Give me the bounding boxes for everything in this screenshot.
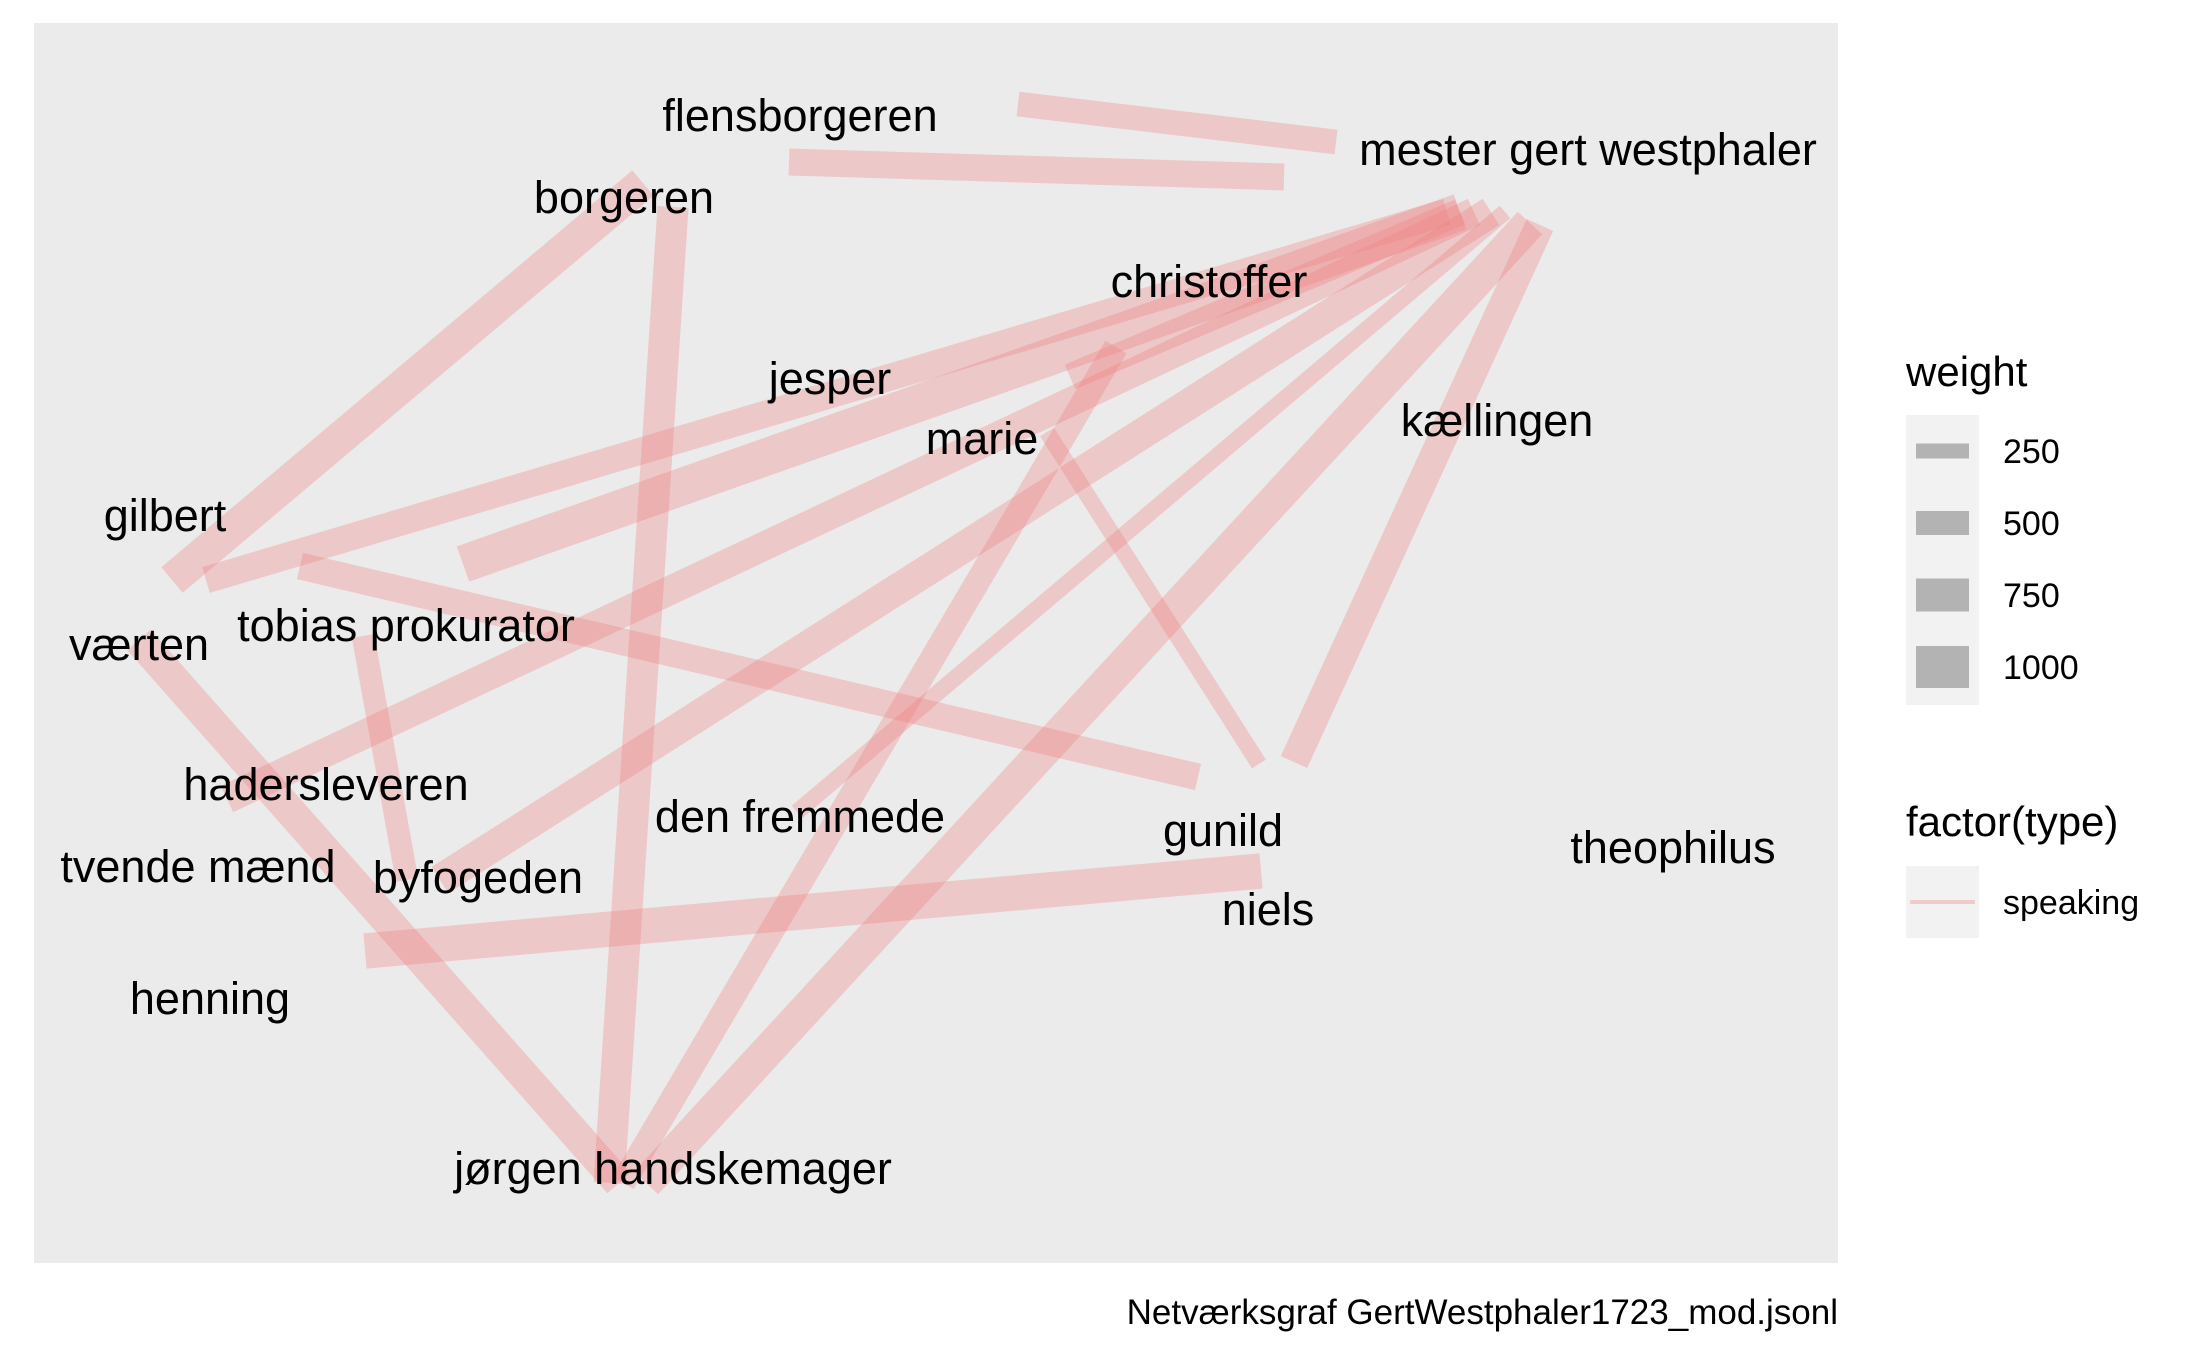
plot-panel	[34, 23, 1838, 1263]
node-label-kællingen: kællingen	[1401, 395, 1594, 446]
edge-mester-gert-westphaler-christoffer	[1064, 199, 1466, 390]
node-label-den-fremmede: den fremmede	[655, 791, 945, 842]
legend-weight-swatch-250	[1916, 443, 1969, 459]
node-label-henning: henning	[130, 973, 290, 1024]
node-label-gunild: gunild	[1163, 805, 1283, 856]
legend-weight-label-1000: 1000	[2003, 649, 2079, 687]
edge-mester-gert-westphaler-gunild	[1280, 218, 1554, 769]
edge-tobias-prokurator-byfogeden	[351, 633, 419, 883]
node-label-jesper: jesper	[767, 353, 892, 404]
edge-borgeren-jørgen-handskemager	[593, 205, 689, 1185]
legend-type-label-speaking: speaking	[2003, 884, 2139, 922]
node-label-gilbert: gilbert	[104, 490, 227, 541]
legend-weight-title: weight	[1905, 348, 2028, 395]
edge-værten-jørgen-handskemager	[127, 629, 631, 1194]
edge-flensborgeren-mester-gert-westphaler	[1016, 91, 1338, 155]
node-label-haderslevaren: hadersleveren	[183, 759, 468, 810]
edge-mester-gert-westphaler-den-fremmede	[791, 205, 1511, 819]
edge-mester-gert-westphaler-jørgen-handskemager	[633, 211, 1543, 1195]
edge-mester-gert-westphaler-tobias-prokurator	[456, 194, 1467, 582]
node-label-borgeren: borgeren	[534, 172, 714, 223]
node-label-tobias-prokurator: tobias prokurator	[237, 600, 575, 651]
edge-mester-gert-westphaler-gilbert	[202, 199, 1451, 593]
edge-borgeren-gilbert	[161, 170, 654, 593]
edge-flensborgeren-mester-gert-westphaler	[788, 148, 1285, 191]
node-label-byfogeden: byfogeden	[373, 852, 583, 903]
legend-weight-keys: 250 500 750 1000	[1906, 415, 2079, 705]
node-label-tvende-mænd: tvende mænd	[60, 841, 335, 892]
node-label-marie: marie	[926, 413, 1039, 464]
edge-layer	[127, 91, 1554, 1195]
edge-mester-gert-westphaler-byfogeden	[431, 198, 1500, 894]
caption: Netværksgraf GertWestphaler1723_mod.json…	[1127, 1293, 1838, 1332]
node-label-værten: værten	[69, 619, 209, 670]
legend-weight-label-500: 500	[2003, 505, 2060, 543]
legend-weight-label-750: 750	[2003, 577, 2060, 615]
node-label-niels: niels	[1222, 884, 1315, 935]
legend-type-key-background	[1906, 866, 1979, 938]
node-label-mester-gert-westphaler: mester gert westphaler	[1359, 124, 1817, 175]
node-label-layer: mester gert westphaler flensborgeren borge…	[60, 90, 1816, 1194]
legend-weight-swatch-750	[1916, 578, 1969, 612]
node-label-christoffer: christoffer	[1111, 256, 1308, 307]
edge-mester-gert-westphaler-haderslevaren	[220, 198, 1481, 813]
legend-weight-label-250: 250	[2003, 433, 2060, 471]
node-label-flensborgeren: flensborgeren	[662, 90, 937, 141]
legend-weight-swatch-1000	[1916, 646, 1969, 688]
legend-type-title: factor(type)	[1906, 798, 2118, 845]
edge-marie-gunild	[1040, 427, 1266, 769]
legend: weight 250 500 750 1000 factor(type) speaki…	[1905, 348, 2139, 938]
edge-tobias-prokurator-gunild	[296, 552, 1202, 791]
edge-henning-niels	[363, 853, 1263, 969]
node-label-jørgen-handskemager: jørgen handskemager	[452, 1143, 892, 1194]
node-label-theophilus: theophilus	[1570, 822, 1775, 873]
edge-christoffer-jørgen-handskemager	[612, 340, 1127, 1190]
legend-weight-swatch-500	[1916, 511, 1969, 535]
